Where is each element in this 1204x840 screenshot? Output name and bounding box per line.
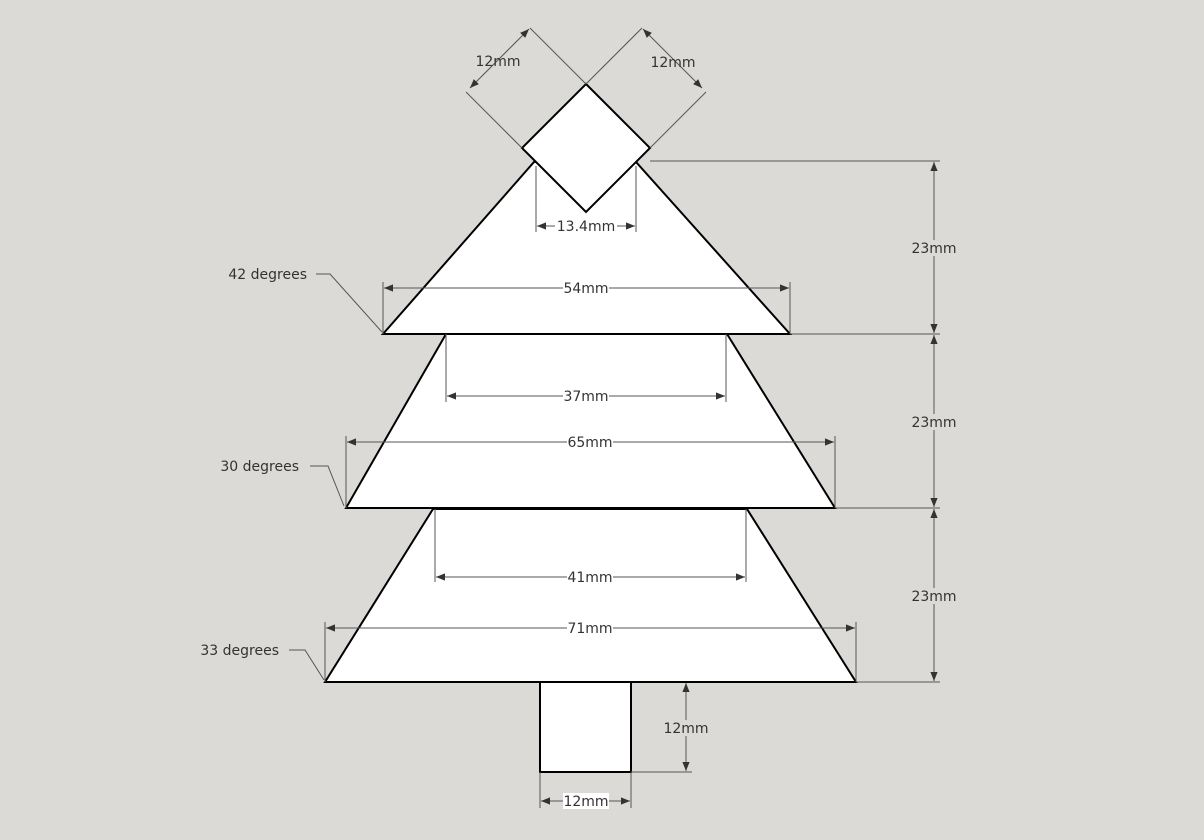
- angle-tier2-label: 30 degrees: [220, 459, 299, 475]
- dim-tier1-width: 54mm: [563, 281, 608, 297]
- dim-tier3-bottom-width: 71mm: [567, 621, 612, 637]
- angle-tier1-label: 42 degrees: [228, 267, 307, 283]
- dim-trunk-width: 12mm: [563, 794, 608, 810]
- dim-tier2-height: 23mm: [911, 415, 956, 431]
- dim-star-side-left: 12mm: [475, 54, 520, 70]
- tree-tier-2: [344, 333, 837, 509]
- dim-tier3-top-width: 41mm: [567, 570, 612, 586]
- star-diamond: [520, 82, 652, 214]
- dim-tier2-bottom-width: 65mm: [567, 435, 612, 451]
- dim-trunk-height: 12mm: [663, 721, 708, 737]
- dim-star-base-width: 13.4mm: [557, 219, 615, 235]
- angle-tier3-label: 33 degrees: [200, 643, 279, 659]
- extension-lines: [289, 27, 940, 808]
- dim-tier2-top-width: 37mm: [563, 389, 608, 405]
- dim-tier1-height: 23mm: [911, 241, 956, 257]
- dim-tier3-height: 23mm: [911, 589, 956, 605]
- tree-trunk: [539, 681, 632, 773]
- dim-star-side-right: 12mm: [650, 55, 695, 71]
- tree-tier-3: [323, 508, 858, 683]
